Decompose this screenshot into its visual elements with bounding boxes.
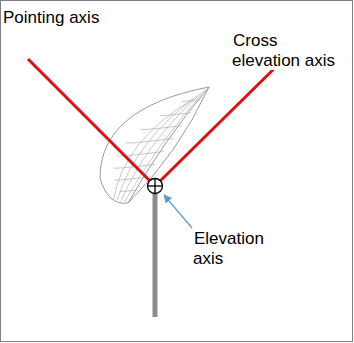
dish-mesh bbox=[114, 99, 193, 200]
label-text: Elevation axis bbox=[193, 229, 264, 268]
label-text: Cross elevation axis bbox=[232, 31, 336, 70]
axis-label: Elevation axis bbox=[193, 229, 281, 269]
axis-label: Cross elevation axis bbox=[232, 31, 342, 71]
pointing-axis-line bbox=[28, 59, 155, 186]
dish-mesh bbox=[117, 96, 197, 201]
pivot-cross bbox=[154, 179, 155, 194]
dish-mesh bbox=[124, 90, 205, 202]
cross-elevation-line bbox=[155, 55, 288, 186]
dish-mesh bbox=[120, 190, 137, 192]
label-text: Pointing axis bbox=[2, 8, 100, 27]
dish-mesh bbox=[121, 93, 201, 201]
support-pole bbox=[153, 194, 158, 317]
leader-arrow bbox=[164, 195, 192, 228]
elevation-pivot bbox=[148, 179, 163, 194]
dish-reflector bbox=[100, 87, 209, 203]
axis-label: Pointing axis bbox=[2, 8, 142, 28]
dish-back bbox=[100, 87, 209, 203]
